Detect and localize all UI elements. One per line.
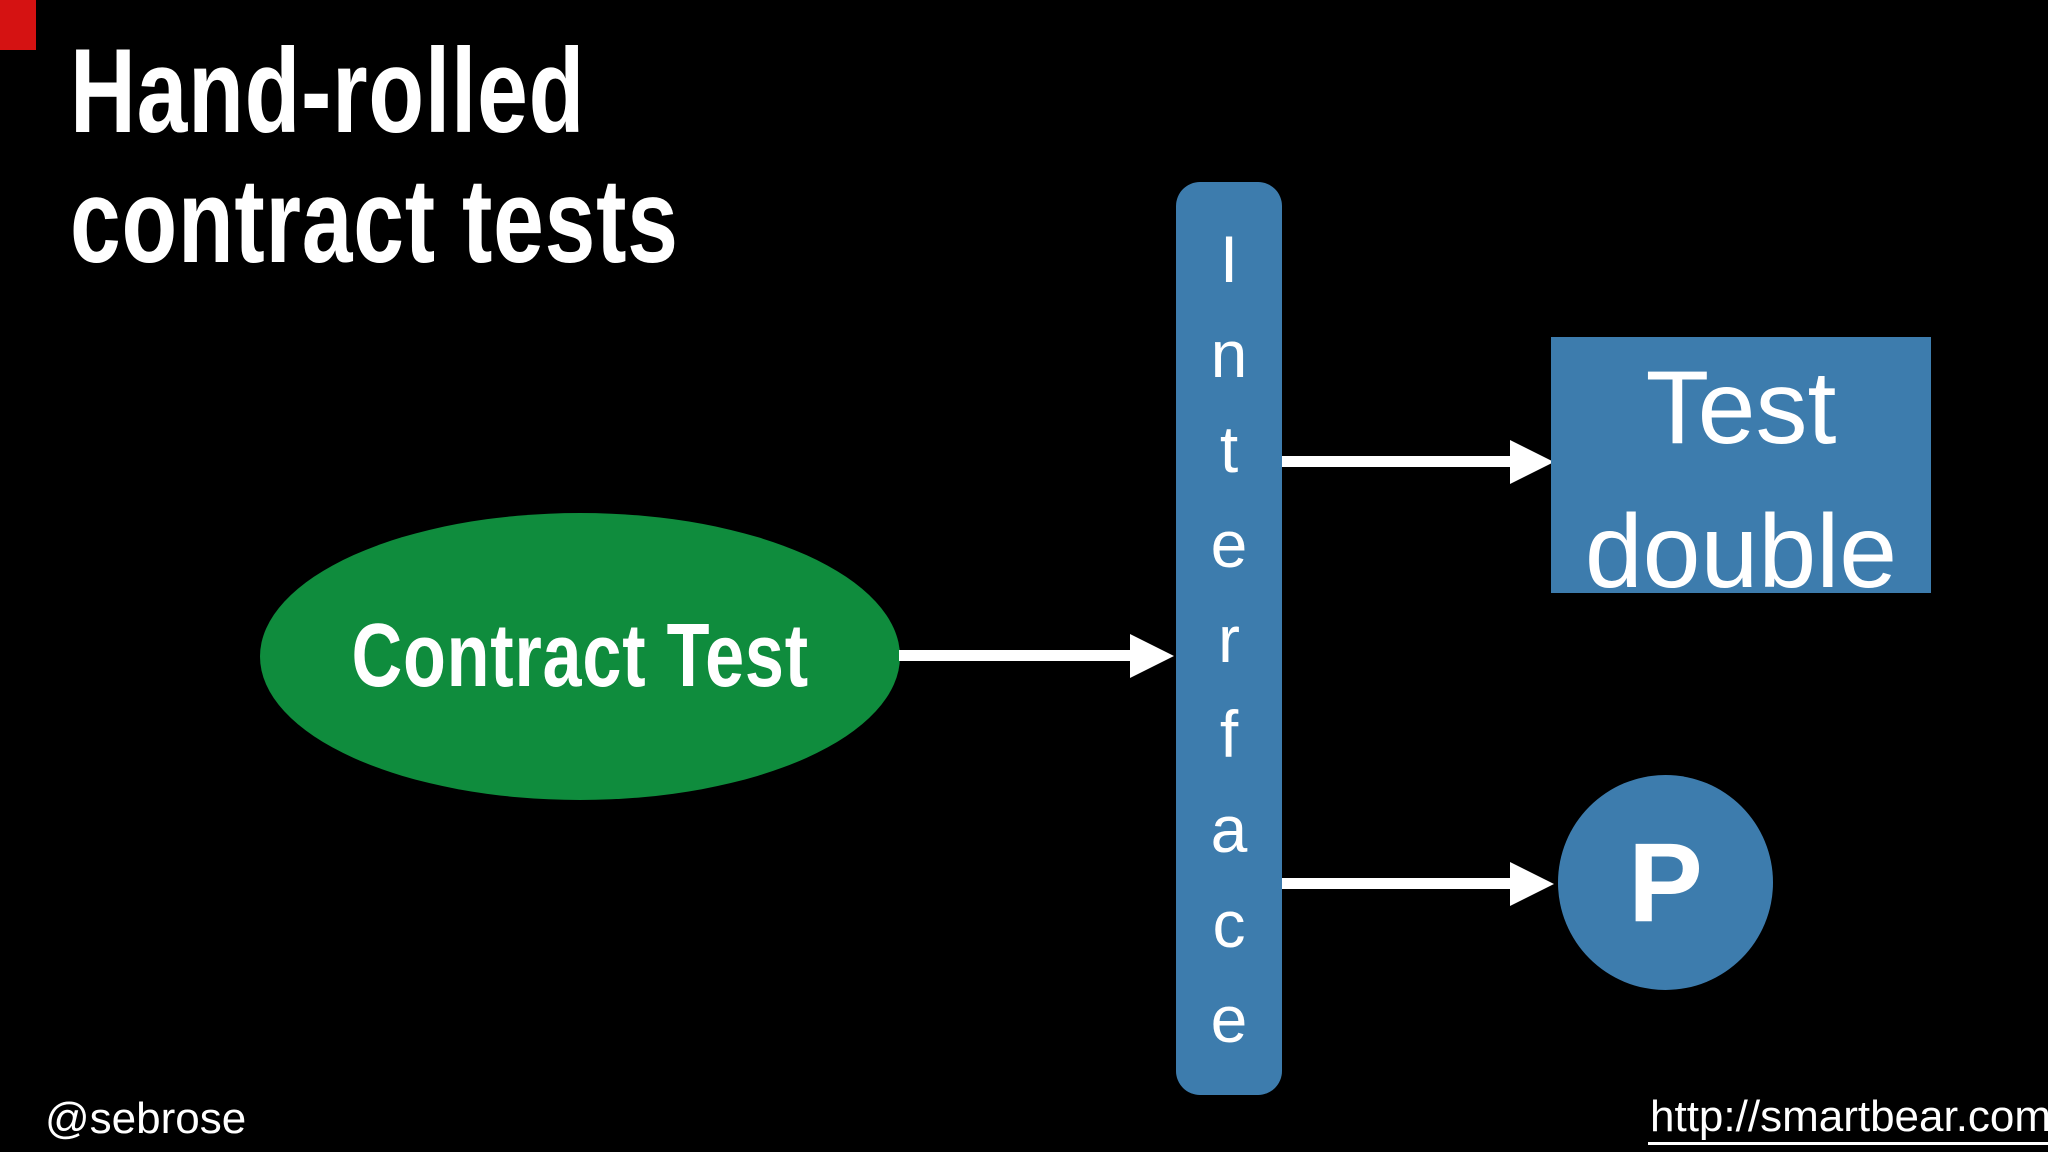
slide-title-line2: contract tests	[70, 154, 679, 288]
arrow-interface-to-provider-line	[1282, 878, 1512, 889]
interface-bar: I n t e r f a c e	[1176, 182, 1282, 1095]
interface-letter: a	[1210, 791, 1248, 866]
interface-letter: f	[1219, 696, 1239, 771]
test-double-label-line2: double	[1584, 493, 1898, 610]
arrow-interface-to-provider-head	[1510, 862, 1554, 906]
arrow-contract-test-to-interface-line	[899, 650, 1131, 661]
interface-letter: r	[1218, 601, 1240, 676]
provider-node: P	[1558, 775, 1773, 990]
interface-letter: n	[1210, 316, 1248, 391]
contract-test-label: Contract Test	[351, 606, 809, 706]
slide-title-line1: Hand-rolled	[70, 24, 586, 158]
corner-red-mark	[0, 0, 36, 50]
interface-letter: e	[1210, 506, 1248, 581]
arrow-interface-to-test-double-line	[1282, 456, 1512, 467]
interface-letter: I	[1219, 221, 1239, 296]
interface-letter: c	[1212, 886, 1246, 961]
twitter-handle: @sebrose	[45, 1094, 247, 1143]
smartbear-link[interactable]: http://smartbear.com	[1648, 1095, 2048, 1145]
arrow-interface-to-test-double-head	[1510, 440, 1554, 484]
contract-test-node: Contract Test	[260, 513, 900, 800]
arrow-contract-test-to-interface-head	[1130, 634, 1174, 678]
interface-letter: t	[1219, 411, 1239, 486]
test-double-node: Test double	[1551, 337, 1931, 610]
provider-label: P	[1628, 820, 1703, 945]
interface-letter: e	[1210, 981, 1248, 1056]
test-double-label-line1: Test	[1645, 350, 1837, 466]
